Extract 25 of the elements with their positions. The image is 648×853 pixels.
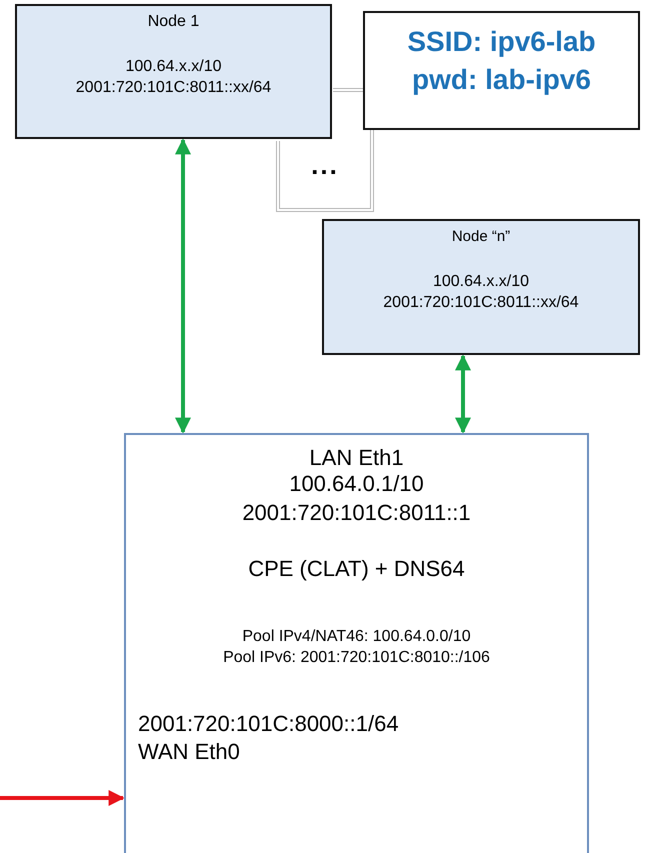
node-text: 2001:720:101C:8000::1/64 (138, 710, 399, 738)
arrow (0, 790, 125, 806)
note-box (363, 11, 640, 130)
arrow (455, 354, 471, 434)
node-box (15, 4, 332, 139)
node-text: 2001:720:101C:8011::xx/64 (76, 78, 272, 98)
node-text: 100.64.0.1/10 (289, 471, 424, 498)
ellipsis-text: ... (311, 150, 339, 182)
node-text: pwd: lab-ipv6 (412, 62, 591, 96)
node-text: LAN Eth1 (309, 445, 404, 472)
node-text: 2001:720:101C:8011::1 (242, 500, 471, 526)
node-text: Pool IPv6: 2001:720:101C:8010::/106 (223, 648, 490, 667)
node-text: Node 1 (148, 12, 200, 32)
node-text: 100.64.x.x/10 (432, 272, 530, 292)
node-box (322, 219, 640, 355)
node-text: WAN Eth0 (138, 739, 240, 766)
node-text: SSID: ipv6-lab (407, 25, 596, 59)
node-text: 2001:720:101C:8011::xx/64 (383, 293, 579, 312)
node-text: CPE (CLAT) + DNS64 (248, 556, 465, 583)
node-text: Node “n” (452, 228, 510, 246)
node-text: Pool IPv4/NAT46: 100.64.0.0/10 (242, 626, 471, 646)
node-text: 100.64.x.x/10 (125, 57, 222, 76)
arrow (175, 138, 191, 434)
router-box (124, 433, 589, 853)
stacked-nodes-box (276, 141, 374, 212)
